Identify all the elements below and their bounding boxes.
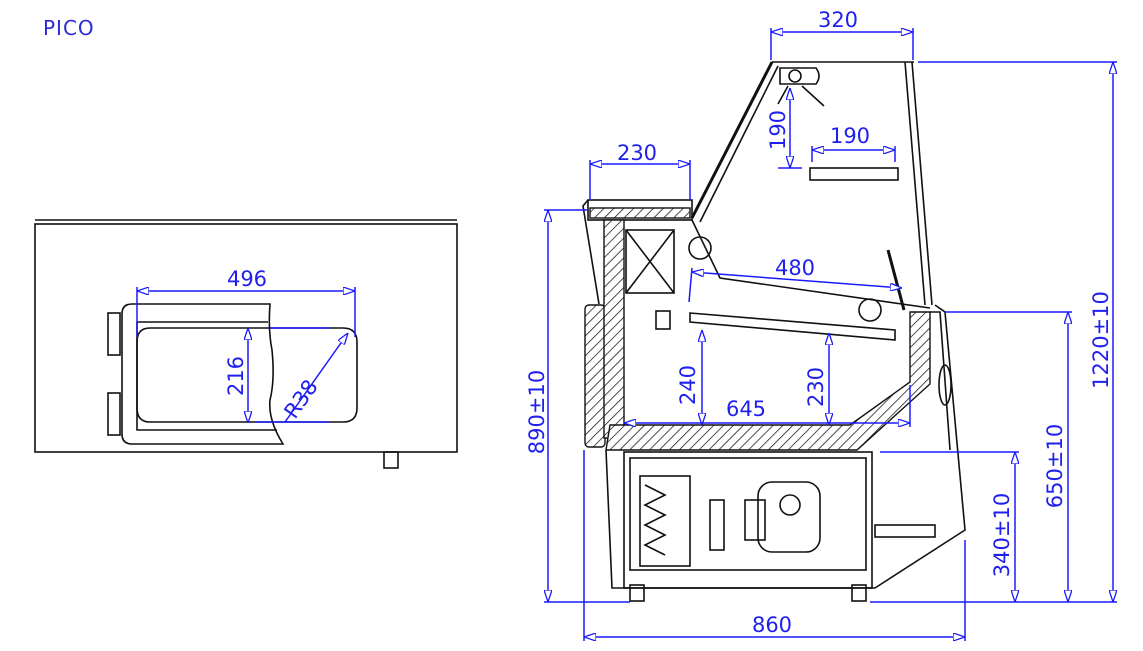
dim-650: 650±10 [1043, 424, 1067, 508]
foot-icon [629, 584, 645, 602]
dim-216: 216 [224, 356, 248, 396]
knob-icon [688, 236, 712, 260]
dim-320: 320 [818, 8, 858, 32]
dim-r38: R38 [279, 375, 322, 423]
dim-496: 496 [227, 267, 267, 291]
dim-340: 340±10 [990, 493, 1014, 577]
hinge-icon [107, 392, 121, 436]
drain-fitting-icon [383, 451, 399, 469]
dim-190-vertical: 190 [766, 110, 790, 150]
top-view: 496 216 R38 [34, 219, 458, 469]
dim-645: 645 [726, 397, 766, 421]
dim-480: 480 [775, 256, 815, 280]
hinge-icon [107, 312, 121, 356]
dim-1220: 1220±10 [1089, 291, 1113, 389]
foot-icon [851, 584, 867, 602]
side-view: 320 230 190 190 480 240 230 645 890±10 6… [525, 8, 1117, 641]
lamp-icon [788, 69, 802, 83]
dim-230-top: 230 [617, 141, 657, 165]
condenser [639, 475, 691, 567]
dim-190-horizontal: 190 [830, 124, 870, 148]
compressor [757, 481, 821, 553]
dim-890: 890±10 [525, 370, 549, 454]
drawing-title: PICO [43, 16, 95, 40]
shelf-bracket [809, 167, 899, 181]
dim-230-well: 230 [804, 367, 828, 407]
thermometer-icon [938, 364, 952, 406]
dim-240: 240 [676, 365, 700, 405]
knob-icon [858, 298, 882, 322]
dim-860: 860 [752, 613, 792, 637]
